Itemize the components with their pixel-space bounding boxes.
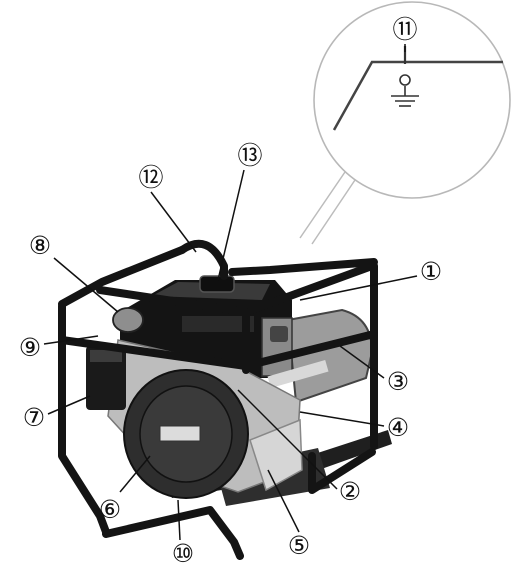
inset-projection-line xyxy=(311,179,356,245)
callout-5: ⑤ xyxy=(287,531,311,560)
callout-6: ⑥ xyxy=(98,495,122,524)
muffler xyxy=(249,418,303,492)
callout-12: ⑫ xyxy=(138,163,164,192)
inset-panel-edge xyxy=(332,60,503,131)
callout-8: ⑧ xyxy=(28,231,52,260)
leader-line-8 xyxy=(53,257,119,313)
leader-line-2 xyxy=(237,389,338,490)
callout-4: ④ xyxy=(386,413,410,442)
callout-1: ① xyxy=(419,257,443,286)
callout-11: ⑪ xyxy=(392,15,418,44)
leader-lines xyxy=(43,44,418,541)
brand-plate xyxy=(267,359,329,389)
leader-line-10 xyxy=(177,499,181,541)
leader-line-4 xyxy=(299,411,385,427)
alternator-housing xyxy=(286,308,374,404)
callout-10: ⑩ xyxy=(171,539,195,568)
leader-line-3 xyxy=(339,345,385,379)
callout-9: ⑨ xyxy=(18,333,42,362)
leader-line-5 xyxy=(267,469,300,533)
air-cleaner-lid xyxy=(90,350,122,362)
engine-switch-icon xyxy=(112,307,144,333)
fuel-cap-icon xyxy=(199,275,235,293)
callout-13: ⑬ xyxy=(237,141,263,170)
leader-line-12 xyxy=(150,191,197,253)
leader-line-1 xyxy=(299,275,418,301)
leader-line-6 xyxy=(119,455,151,493)
outlet-socket-icon xyxy=(270,326,288,342)
callout-2: ② xyxy=(338,477,362,506)
inset-circle xyxy=(313,1,511,199)
callout-7: ⑦ xyxy=(22,403,46,432)
tank-label xyxy=(182,316,254,332)
inset-projection-line xyxy=(299,171,346,239)
starter-badge xyxy=(159,425,201,442)
leader-line-9 xyxy=(43,335,99,345)
leader-line-13 xyxy=(217,169,245,281)
callout-3: ③ xyxy=(386,367,410,396)
tubular-frame xyxy=(58,239,378,560)
leader-line-7 xyxy=(47,395,91,415)
